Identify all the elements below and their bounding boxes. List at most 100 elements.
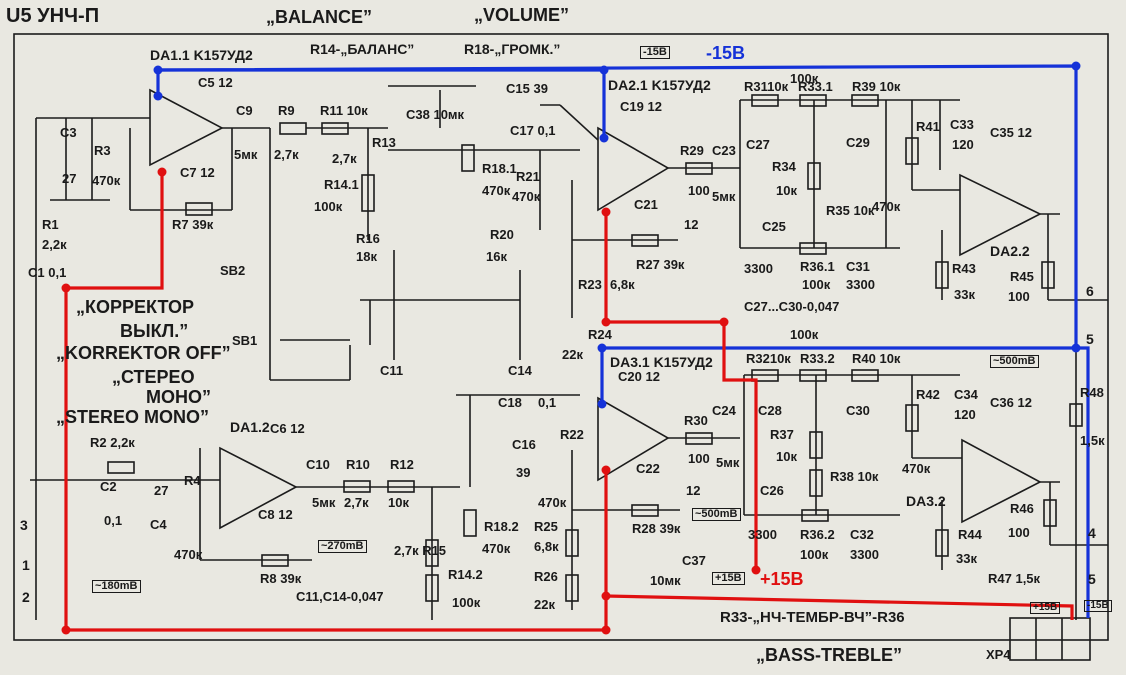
component-label-c2730: C27...C30-0,047 (744, 299, 840, 314)
component-label-c15: C15 39 (506, 81, 548, 96)
component-label-c10: C10 (306, 457, 330, 472)
note-corrector-ru: „КОРРЕКТОР (76, 297, 194, 317)
component-label-r46: R46 (1010, 501, 1034, 516)
component-label-r362v: 100к (800, 547, 829, 562)
neg-junction (597, 399, 607, 409)
component-label-c30: C30 (846, 403, 870, 418)
neg-junction (153, 91, 163, 101)
opamp-da11 (149, 88, 224, 167)
component-label-c29: C29 (846, 135, 870, 150)
neg-junction (1071, 343, 1081, 353)
component-label-r22v: 470к (538, 495, 567, 510)
component-label-r34: R34 (772, 159, 796, 174)
component-label-r13v: 2,7к (332, 151, 357, 166)
pos-rail-box: +15B (712, 572, 745, 585)
component-label-r31: R3110к (744, 79, 789, 94)
component-label-c14: C14 (508, 363, 532, 378)
opamp-da21 (597, 126, 670, 212)
component-label-r34v: 10к (776, 183, 797, 198)
chip-da12: DA1.2 (230, 419, 270, 435)
component-label-r23v: 6,8к (610, 277, 635, 292)
component-label-c9v: 5мк (234, 147, 258, 162)
chip-da22: DA2.2 (990, 243, 1030, 259)
component-label-c26v: 3300 (748, 527, 777, 542)
chip-da32: DA3.2 (906, 493, 946, 509)
component-label-r9: R9 (278, 103, 295, 118)
pin-right-6: 6 (1086, 283, 1094, 299)
board-outline (13, 33, 1109, 641)
component-label-c712: C7 12 (180, 165, 215, 180)
pos-junction (719, 317, 729, 327)
component-label-c31v: 3300 (846, 277, 875, 292)
component-label-r21: R21 (516, 169, 540, 184)
connector-label: XP4 (986, 647, 1011, 662)
component-label-c23v: 5мк (712, 189, 736, 204)
note-tone-en: „BASS-TREBLE” (756, 645, 903, 665)
pin-left-2: 2 (22, 589, 30, 605)
component-label-r4v: 470к (174, 547, 203, 562)
component-label-c34: C34 (954, 387, 978, 402)
pos-junction (601, 465, 611, 475)
neg-junction (599, 133, 609, 143)
component-label-c33: C33 (950, 117, 974, 132)
component-label-c32: C32 (850, 527, 874, 542)
component-label-r182: R18.2 (484, 519, 519, 534)
note-corrector-ru-2: ВЫКЛ.” (120, 321, 189, 341)
component-label-r12v: 10к (388, 495, 409, 510)
component-label-r11: R11 10к (320, 103, 368, 118)
component-label-r45: R45 (1010, 269, 1034, 284)
component-label-c32v: 3300 (850, 547, 879, 562)
component-label-r9v: 2,7к (274, 147, 299, 162)
component-label-r20: R20 (490, 227, 514, 242)
component-label-r8: R8 39к (260, 571, 302, 586)
component-label-r22: R22 (560, 427, 584, 442)
component-label-c37v: 10мк (650, 573, 681, 588)
component-label-r100b: 100к (790, 327, 819, 342)
neg-rail-box-2: -15B (1084, 600, 1112, 612)
neg-junction (153, 65, 163, 75)
pos-rail-box-2: +15B (1030, 602, 1061, 614)
neg-rail-box: -15B (640, 46, 670, 59)
pos-junction (601, 317, 611, 327)
component-label-c28: C28 (758, 403, 782, 418)
component-label-c20: C20 12 (618, 369, 660, 384)
component-label-r181: R18.1 (482, 161, 517, 176)
pos-junction (751, 565, 761, 575)
pos-junction (601, 625, 611, 635)
component-label-r48: R48 (1080, 385, 1104, 400)
component-label-r43v: 33к (954, 287, 975, 302)
component-label-c33v: 120 (952, 137, 974, 152)
component-label-c2: C2 (100, 479, 117, 494)
component-label-c23: C23 (712, 143, 736, 158)
component-label-r35: R35 10к (826, 203, 875, 218)
connector-xp4 (1009, 617, 1091, 661)
component-label-c38: C38 10мк (406, 107, 465, 122)
note-stereo-ru: „СТЕРЕО (112, 367, 195, 387)
component-label-c25: C25 (762, 219, 786, 234)
pin-left-3: 3 (20, 517, 28, 533)
component-label-r4: R4 (184, 473, 201, 488)
component-label-r1: R1 (42, 217, 59, 232)
component-label-r100a: 100к (790, 71, 819, 86)
component-label-c24v: 5мк (716, 455, 740, 470)
component-label-r16v: 18к (356, 249, 377, 264)
component-label-r25v: 6,8к (534, 539, 559, 554)
component-label-r24v: 22к (562, 347, 583, 362)
note-tone-ru: R33-„НЧ-ТЕМБР-ВЧ”-R36 (720, 609, 905, 626)
component-label-c512: C5 12 (198, 75, 233, 90)
component-label-c21: C21 (634, 197, 658, 212)
component-label-r26v: 22к (534, 597, 555, 612)
component-label-c19: C19 12 (620, 99, 662, 114)
pos-junction (601, 591, 611, 601)
component-label-r38: R38 10к (830, 469, 879, 484)
component-label-c3: C3 (60, 125, 77, 140)
component-label-c4v: 27 (154, 483, 169, 498)
component-label-sb2: SB2 (220, 263, 246, 278)
component-label-sb1: SB1 (232, 333, 258, 348)
pin-right-4: 4 (1088, 525, 1096, 541)
pin-left-1: 1 (22, 557, 30, 573)
component-label-r30: R30 (684, 413, 708, 428)
component-label-r32: R3210к (746, 351, 791, 366)
component-label-r44v: 33к (956, 551, 977, 566)
